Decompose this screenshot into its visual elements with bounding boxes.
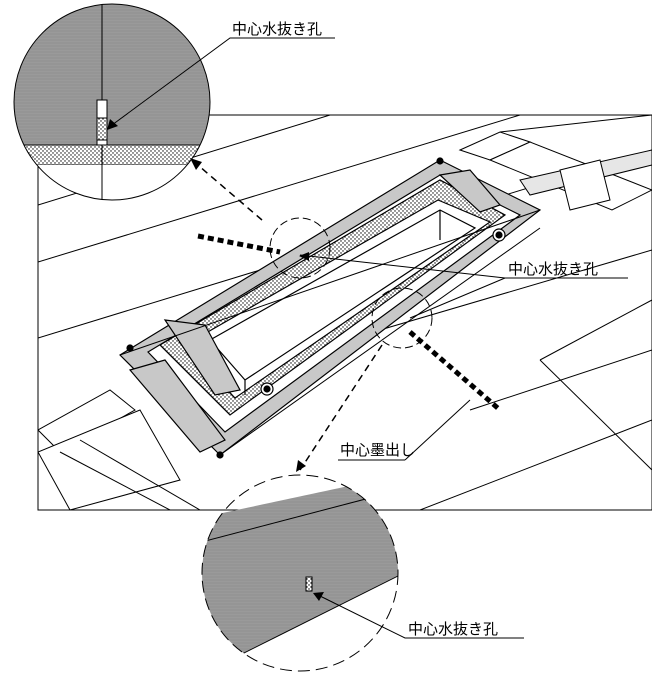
top-callout-leader	[111, 37, 335, 126]
bottom-circle-outline	[201, 474, 399, 672]
bottom-callout-arrowhead	[313, 592, 324, 601]
callout-leaders	[299, 254, 506, 461]
skylight-frame	[119, 157, 542, 459]
top-detail-circle	[13, 3, 211, 201]
center-line-callout-label: 中心墨出し	[340, 441, 415, 459]
center-marking-line	[197, 233, 502, 412]
detail-circles	[269, 217, 433, 349]
top-callout-arrowhead	[107, 119, 118, 130]
bottom-detail-circle	[201, 474, 399, 672]
top-detail-arrowhead	[190, 158, 202, 170]
top-circle-outline	[13, 3, 211, 201]
detail-leader-lines	[191, 159, 383, 471]
bottom-detail-arrowhead	[296, 460, 306, 472]
top-callout-label: 中心水抜き孔	[232, 20, 322, 38]
ridge-flashing	[458, 115, 652, 211]
bottom-callout-label: 中心水抜き孔	[408, 620, 498, 638]
bottom-callout-leader	[317, 594, 524, 639]
roof-view	[38, 115, 652, 510]
right-callout-arrowhead	[299, 252, 309, 261]
right-callout-label: 中心水抜き孔	[508, 260, 598, 278]
lower-flashing	[38, 389, 201, 510]
